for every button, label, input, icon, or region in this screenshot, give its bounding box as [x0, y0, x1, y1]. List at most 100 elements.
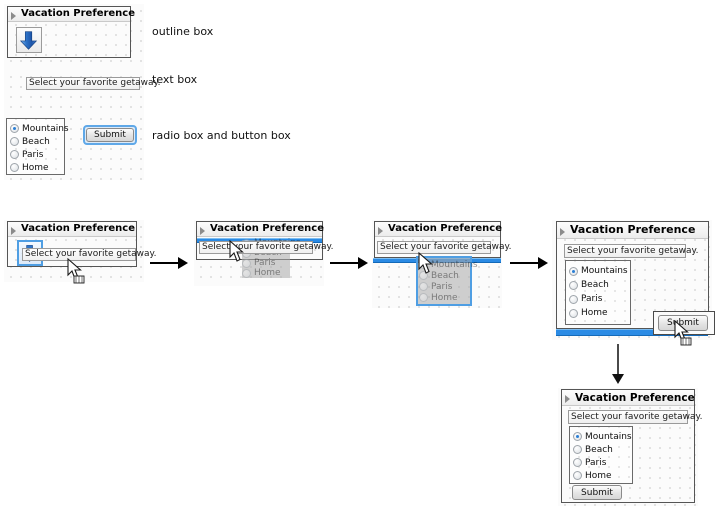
radio-label: Home — [581, 308, 608, 318]
step4-insertion-line — [556, 329, 708, 336]
titlebar: Vacation Preference — [8, 7, 135, 22]
step4-submit-button[interactable]: Submit — [658, 315, 708, 331]
radio-dot-beach[interactable] — [573, 445, 582, 454]
radio-row[interactable]: Paris — [419, 281, 469, 292]
radio-label: Paris — [431, 281, 453, 292]
radio-dot-paris[interactable] — [573, 458, 582, 467]
titlebar: Vacation Preference — [557, 222, 708, 239]
step3-text-box[interactable]: Select your favorite getaway. — [377, 241, 511, 254]
radio-row[interactable]: Paris — [242, 258, 290, 268]
prompt-label: Select your favorite getaway. — [571, 411, 703, 422]
titlebar-label: Vacation Preference — [21, 8, 136, 19]
submit-button[interactable]: Submit — [86, 128, 134, 142]
arrow-right-icon — [510, 257, 548, 269]
triangle-left-icon[interactable] — [564, 393, 573, 403]
final-radio-box[interactable]: Mountains Beach Paris Home — [569, 426, 633, 484]
final-text-box[interactable]: Select your favorite getaway. — [568, 410, 702, 424]
arrow-right-icon — [330, 257, 368, 269]
legend-radio-box[interactable]: Mountains Beach Paris Home — [6, 118, 69, 175]
radio-label: Beach — [585, 444, 613, 455]
legend-outline-box[interactable]: Vacation Preference — [7, 6, 135, 58]
radio-dot-beach[interactable] — [569, 280, 578, 290]
prompt-label: Select your favorite getaway. — [202, 242, 334, 252]
radio-dot-home[interactable] — [242, 268, 251, 278]
step3-selection-rect — [416, 256, 472, 306]
arrow-icon-button[interactable] — [16, 27, 42, 53]
radio-row[interactable]: Home — [242, 268, 290, 278]
radio-dot-home[interactable] — [573, 471, 582, 480]
submit-button-label: Submit — [667, 318, 699, 328]
radio-row[interactable]: Home — [573, 469, 629, 482]
radio-row[interactable]: Beach — [419, 270, 469, 281]
triangle-left-icon[interactable] — [377, 225, 386, 235]
radio-label: Mountains — [431, 259, 478, 270]
legend-text-box[interactable]: Select your favorite getaway. — [26, 77, 160, 90]
radio-label: Mountains — [22, 123, 69, 134]
titlebar: Vacation Preference — [8, 222, 136, 237]
radio-dot-home[interactable] — [10, 163, 19, 172]
legend-label-text-box: text box — [152, 73, 198, 86]
step1-text-box-dragging[interactable]: Select your favorite getaway. — [22, 248, 156, 261]
radio-dot-mountains[interactable] — [573, 432, 582, 441]
radio-dot-paris[interactable] — [569, 294, 578, 304]
step3-radio-box-ghost[interactable]: Mountains Beach Paris Home — [419, 259, 478, 303]
radio-row[interactable]: Home — [10, 161, 61, 174]
radio-row[interactable]: Beach — [10, 135, 61, 148]
radio-dot-paris[interactable] — [242, 258, 251, 268]
arrow-down-icon — [612, 344, 624, 384]
titlebar: Vacation Preference — [562, 390, 695, 406]
radio-label: Beach — [581, 280, 609, 290]
radio-label: Mountains — [585, 431, 632, 442]
submit-button-label: Submit — [94, 130, 126, 140]
titlebar-label: Vacation Preference — [570, 223, 696, 236]
radio-label: Home — [254, 268, 281, 278]
prompt-label: Select your favorite getaway. — [29, 78, 161, 88]
triangle-left-icon[interactable] — [10, 225, 19, 235]
titlebar-label: Vacation Preference — [210, 223, 325, 234]
triangle-left-icon[interactable] — [10, 10, 19, 20]
radio-dot-mountains[interactable] — [419, 260, 428, 269]
radio-dot-paris[interactable] — [419, 282, 428, 291]
step4-radio-box[interactable]: Mountains Beach Paris Home — [565, 260, 631, 325]
radio-row[interactable]: Home — [569, 306, 627, 320]
radio-dot-beach[interactable] — [10, 137, 19, 146]
radio-label: Paris — [254, 258, 276, 268]
radio-dot-mountains[interactable] — [569, 266, 578, 276]
final-submit-button[interactable]: Submit — [572, 485, 622, 500]
radio-row[interactable]: Mountains — [573, 430, 632, 443]
radio-label: Paris — [581, 294, 603, 304]
radio-dot-paris[interactable] — [10, 150, 19, 159]
radio-label: Mountains — [581, 266, 628, 276]
radio-dot-home[interactable] — [569, 308, 578, 318]
radio-label: Paris — [22, 149, 44, 160]
radio-row[interactable]: Paris — [569, 292, 627, 306]
triangle-left-icon[interactable] — [199, 225, 208, 235]
step4-text-box[interactable]: Select your favorite getaway. — [564, 244, 698, 258]
radio-label: Beach — [431, 270, 459, 281]
arrow-right-icon — [150, 257, 188, 269]
radio-label: Home — [431, 292, 458, 303]
radio-row[interactable]: Beach — [569, 278, 627, 292]
prompt-label: Select your favorite getaway. — [567, 245, 699, 256]
radio-dot-home[interactable] — [419, 293, 428, 302]
radio-row[interactable]: Home — [419, 292, 469, 303]
titlebar: Vacation Preference — [197, 222, 325, 237]
submit-button-label: Submit — [581, 487, 613, 498]
radio-row[interactable]: Mountains — [419, 259, 478, 270]
titlebar-label: Vacation Preference — [575, 391, 695, 404]
radio-row[interactable]: Paris — [573, 456, 629, 469]
radio-row[interactable]: Paris — [10, 148, 61, 161]
triangle-left-icon[interactable] — [559, 226, 568, 236]
radio-label: Home — [585, 470, 612, 481]
radio-dot-beach[interactable] — [419, 271, 428, 280]
radio-row[interactable]: Mountains — [10, 122, 69, 135]
blue-down-arrow-icon — [19, 31, 38, 50]
radio-row[interactable]: Mountains — [569, 264, 628, 278]
titlebar-label: Vacation Preference — [21, 223, 136, 234]
radio-row[interactable]: Beach — [573, 443, 629, 456]
radio-label: Beach — [22, 136, 50, 147]
step2-text-box[interactable]: Select your favorite getaway. — [199, 241, 333, 254]
prompt-label: Select your favorite getaway. — [25, 249, 157, 259]
radio-dot-mountains[interactable] — [10, 124, 19, 133]
